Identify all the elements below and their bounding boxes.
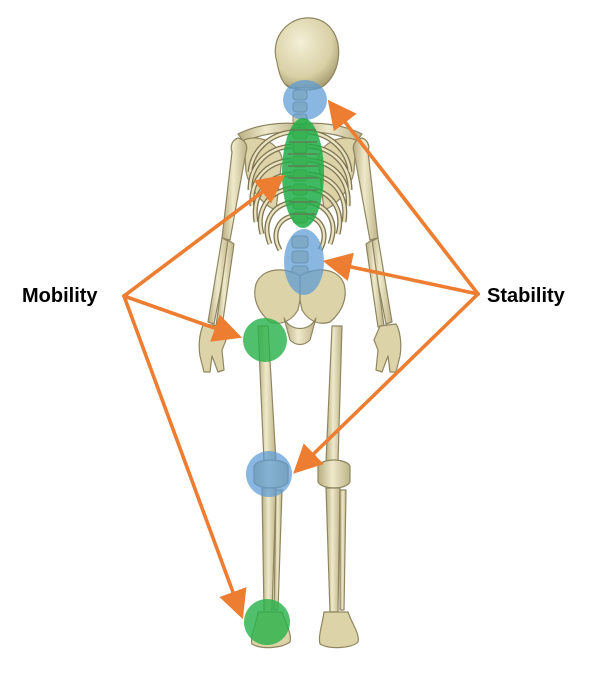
left-arm (198, 137, 248, 373)
arrows (122, 99, 480, 620)
stability-arrow-cervical (327, 99, 480, 296)
skull (274, 17, 340, 91)
thoracic-mobility-zone (282, 118, 324, 228)
ankle-mobility-zone (244, 599, 290, 645)
mobility-label: Mobility (22, 285, 98, 307)
cervical-stability-zone (283, 80, 327, 120)
stability-arrow-lumbar (322, 252, 480, 296)
stability-label: Stability (487, 285, 565, 307)
knee-stability-zone (246, 451, 292, 497)
joint-zones (243, 80, 327, 645)
mobility-arrow-ankle (122, 294, 247, 620)
stability-arrow-knee (293, 292, 480, 474)
hip-mobility-zone (243, 318, 287, 362)
mobility-arrow-thoracic (122, 174, 286, 298)
lumbar-stability-zone (284, 229, 324, 295)
vertebra-details (288, 129, 318, 215)
right-arm (352, 137, 402, 373)
right-leg (317, 325, 359, 649)
mobility-arrow-hip (122, 294, 243, 342)
